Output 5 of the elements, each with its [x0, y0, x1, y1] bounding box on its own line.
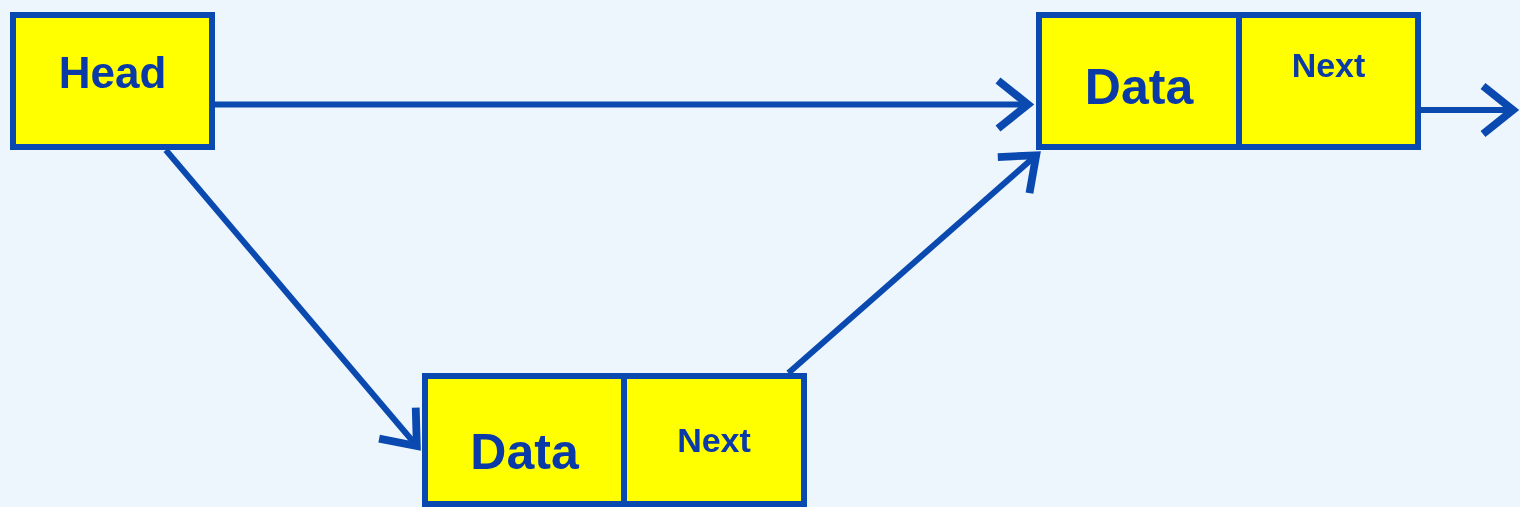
arrow: [215, 76, 1032, 133]
arrow: [1421, 82, 1517, 138]
arrow: [786, 151, 1041, 376]
arrow: [163, 148, 421, 450]
head-pointer-box: Head: [10, 12, 215, 150]
